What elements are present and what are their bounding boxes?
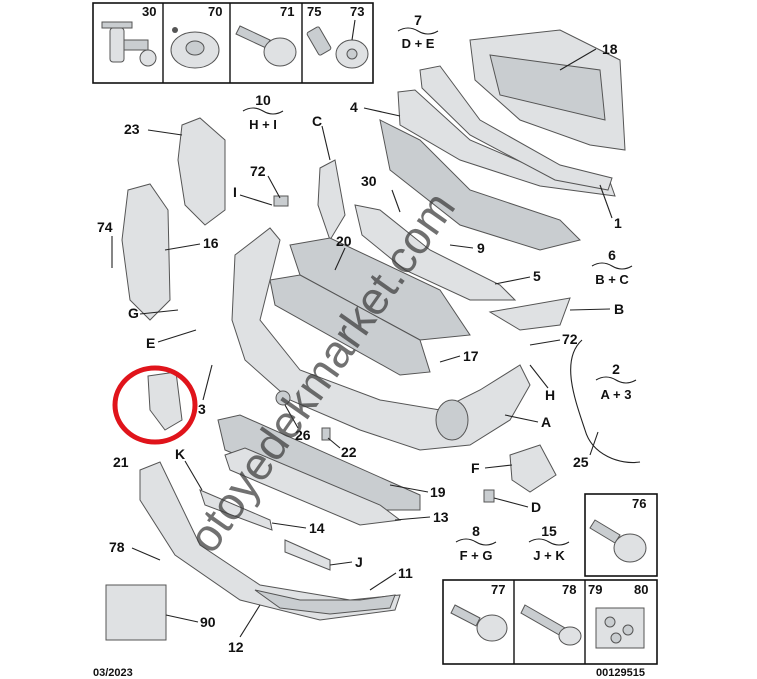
callout-E: E <box>146 335 155 351</box>
kit-2: 2 A + 3 <box>595 361 637 402</box>
svg-text:15: 15 <box>541 523 557 539</box>
svg-text:H + I: H + I <box>249 117 277 132</box>
svg-text:8: 8 <box>472 523 480 539</box>
svg-text:10: 10 <box>255 92 271 108</box>
box-label-76: 76 <box>632 496 646 511</box>
clip-30-icon <box>101 21 157 67</box>
kit-labels: 7 D + E 10 H + I 6 B + C 2 A + 3 8 F + G… <box>242 12 637 563</box>
svg-text:B + C: B + C <box>595 272 629 287</box>
box-label-79: 79 <box>588 582 602 597</box>
box-label-30: 30 <box>142 4 156 19</box>
part-14-shape <box>199 489 273 531</box>
bolt-77-icon <box>450 604 508 642</box>
svg-text:J + K: J + K <box>533 548 565 563</box>
kit-6: 6 B + C <box>591 247 633 287</box>
callout-5: 5 <box>533 268 541 284</box>
reference-code: 00129515 <box>596 667 645 679</box>
part-21-shape <box>147 371 183 431</box>
callout-1: 1 <box>614 215 622 231</box>
date-code: 03/2023 <box>93 667 133 679</box>
callout-72-right: 72 <box>562 331 578 347</box>
callout-17: 17 <box>463 348 479 364</box>
screw-71-icon <box>235 25 297 67</box>
callout-G: G <box>128 305 139 321</box>
part-16-shape <box>121 183 171 321</box>
part-F-shape <box>509 444 557 493</box>
callout-23: 23 <box>124 121 140 137</box>
callout-19: 19 <box>430 484 446 500</box>
clip-kit-79-80-icon <box>595 607 645 649</box>
svg-text:2: 2 <box>612 361 620 377</box>
highlight-circle <box>112 365 198 445</box>
box-label-77: 77 <box>491 582 505 597</box>
box-label-75: 75 <box>307 4 321 19</box>
callout-26: 26 <box>295 427 311 443</box>
callout-30: 30 <box>361 173 377 189</box>
box-label-71: 71 <box>280 4 294 19</box>
part-B-shape <box>488 297 571 331</box>
callout-12: 12 <box>228 639 244 655</box>
parts <box>105 29 641 641</box>
callout-D: D <box>531 499 541 515</box>
box-label-70: 70 <box>208 4 222 19</box>
callout-B: B <box>614 301 624 317</box>
callouts: 18 4 C 23 72 I 30 74 16 20 9 1 5 G B E 7 <box>97 41 624 655</box>
kit-15: 15 J + K <box>528 523 570 563</box>
box-label-73: 73 <box>350 4 364 19</box>
svg-text:D + E: D + E <box>402 36 435 51</box>
box-label-80: 80 <box>634 582 648 597</box>
callout-20: 20 <box>336 233 352 249</box>
callout-18: 18 <box>602 41 618 57</box>
kit-10: 10 H + I <box>242 92 284 132</box>
kit-7: 7 D + E <box>397 12 439 51</box>
callout-90: 90 <box>200 614 216 630</box>
callout-16: 16 <box>203 235 219 251</box>
part-11-shape <box>254 589 396 615</box>
callout-14: 14 <box>309 520 325 536</box>
part-90-shape <box>105 584 167 641</box>
callout-11: 11 <box>398 565 413 581</box>
callout-21: 21 <box>113 454 129 470</box>
part-5-shape <box>354 204 517 301</box>
part-J-shape <box>284 539 331 571</box>
callout-72-top: 72 <box>250 163 266 179</box>
callout-25: 25 <box>573 454 589 470</box>
pin-78-icon <box>520 604 582 646</box>
svg-text:F + G: F + G <box>460 548 493 563</box>
kit-8: 8 F + G <box>455 523 497 563</box>
part-25-shape <box>570 339 641 464</box>
part-D-shape <box>483 489 495 503</box>
callout-3: 3 <box>198 401 206 417</box>
callout-J: J <box>355 554 363 570</box>
part-23-shape <box>177 117 226 226</box>
callout-K: K <box>175 446 185 462</box>
callout-F: F <box>471 460 480 476</box>
top-hardware-boxes: 30 70 71 75 73 <box>92 2 374 84</box>
callout-H: H <box>545 387 555 403</box>
callout-I: I <box>233 184 237 200</box>
part-C-shape <box>317 159 346 242</box>
callout-78-left: 78 <box>109 539 125 555</box>
svg-text:A + 3: A + 3 <box>601 387 632 402</box>
callout-13: 13 <box>433 509 449 525</box>
callout-9: 9 <box>477 240 485 256</box>
callout-C: C <box>312 113 322 129</box>
svg-text:7: 7 <box>414 12 422 28</box>
callout-A: A <box>541 414 551 430</box>
svg-text:6: 6 <box>608 247 616 263</box>
callout-4: 4 <box>350 99 358 115</box>
part-19-shape <box>217 414 421 511</box>
bolt-75-73-icon <box>306 19 369 69</box>
part-9-shape <box>379 119 581 251</box>
bolt-76-icon <box>589 519 647 563</box>
callout-22: 22 <box>341 444 357 460</box>
part-1-shape <box>419 65 613 191</box>
box-label-78: 78 <box>562 582 576 597</box>
right-hardware-boxes: 76 77 78 79 80 <box>442 493 658 665</box>
callout-74: 74 <box>97 219 113 235</box>
washer-70-icon <box>170 27 220 69</box>
